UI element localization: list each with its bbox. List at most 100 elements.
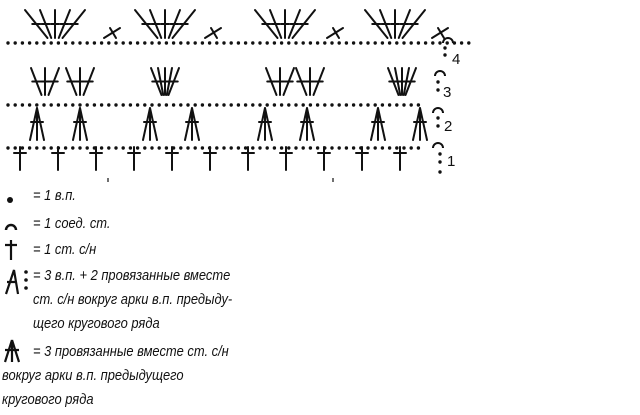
chain-dot (467, 41, 471, 45)
fan-stitch-symbol (149, 9, 163, 39)
chain-dot (229, 146, 233, 150)
chain-dot (107, 103, 111, 107)
chain-dot (337, 103, 341, 107)
row-label-2: 2 (444, 118, 452, 135)
chain-dot (294, 41, 298, 45)
double-crochet-symbol (317, 146, 331, 171)
chain-dot (459, 41, 464, 45)
chain-dot (409, 146, 413, 150)
fan-stitch-symbol (167, 9, 181, 39)
chain-dot (128, 146, 133, 150)
fan-stitch-symbol (291, 9, 316, 39)
chain-dot (56, 41, 61, 45)
chain-dot (107, 146, 111, 150)
chain-dot (63, 146, 68, 150)
chain-dot (107, 41, 111, 45)
cross-stitch-symbol (103, 27, 121, 39)
chain-dot (186, 146, 190, 150)
chain-dot (229, 41, 233, 45)
chain-dot (330, 146, 334, 150)
chain-dot (380, 146, 385, 150)
chain-dot (409, 103, 413, 107)
fan-stitch-symbol (57, 9, 71, 39)
legend-chain-text: = 1 в.п. (33, 187, 76, 204)
fan-stitch-symbol (50, 9, 60, 39)
chain-dot (6, 146, 10, 150)
chain-dot (92, 103, 97, 107)
chain-dot (315, 146, 320, 150)
dc3tog-icon (3, 339, 21, 363)
chain-dot (56, 103, 61, 107)
chain-dot (35, 41, 39, 45)
chain-dot (35, 146, 39, 150)
chain-dot (6, 41, 10, 45)
chain-dot (359, 41, 363, 45)
fan-stitch-symbol (82, 67, 95, 96)
chain-dot (366, 146, 370, 150)
cross-stitch-symbol (204, 27, 222, 39)
chain-dot (150, 41, 154, 45)
chain-dot (436, 124, 440, 128)
chain-dot (78, 146, 82, 150)
fan-stitch-symbol (401, 9, 426, 39)
fan-stitch-symbol (295, 67, 308, 96)
chain-dot (13, 41, 17, 45)
chain-dot (20, 103, 25, 107)
chain-dot (243, 41, 248, 45)
chain-dot (99, 103, 104, 107)
chain-dot (143, 103, 147, 107)
chain-dot (207, 103, 212, 107)
fan-stitch-symbol (160, 9, 170, 39)
double-crochet-symbol (51, 146, 65, 171)
fan-stitch-symbol (254, 9, 279, 39)
fan-stitch-symbol (167, 67, 180, 96)
chain-dot (315, 41, 320, 45)
chain-dot (380, 103, 385, 107)
dc3tog-symbol (370, 107, 386, 141)
chain-dot (416, 41, 421, 45)
chain-dot (13, 146, 17, 150)
chain-dot (114, 146, 118, 150)
chain-dot (215, 41, 219, 45)
chain-dot (409, 41, 413, 45)
chain-dot (200, 103, 205, 107)
chain-dot (186, 103, 190, 107)
chain-dot (42, 103, 46, 107)
chain-dot (443, 53, 447, 57)
chain-dot (20, 41, 25, 45)
chain-dot (135, 146, 140, 150)
chain-dot (229, 103, 233, 107)
chain-dot (150, 146, 154, 150)
double-crochet-symbol (127, 146, 141, 171)
chain-dot (85, 146, 89, 150)
chain-dot (436, 80, 440, 84)
chain-dot (351, 146, 356, 150)
chain-dot (99, 146, 104, 150)
chain-dot (258, 146, 262, 150)
chain-dot (20, 146, 25, 150)
chain-dot (443, 46, 447, 50)
chain-dot (179, 146, 183, 150)
chain-dot (438, 41, 442, 45)
legend-slip-text: = 1 соед. ст. (33, 215, 111, 232)
chain-dot (380, 41, 385, 45)
chain-dot (337, 41, 341, 45)
legend-dc3tog-line-3: кругового ряда (2, 391, 94, 408)
fan-stitch-symbol (134, 9, 159, 39)
chain-dot (287, 41, 291, 45)
chain-dot (436, 116, 440, 120)
chain-dot (171, 41, 176, 45)
cross-stitch-symbol (431, 27, 449, 39)
chain-dot (344, 103, 349, 107)
chain-dot (395, 146, 399, 150)
chain-dot (35, 103, 39, 107)
chain-dot (387, 146, 392, 150)
chain-dot (193, 146, 197, 150)
chain-dot (359, 103, 363, 107)
chain-dot (121, 103, 125, 107)
chain-dot (373, 41, 377, 45)
chain-dot (164, 146, 169, 150)
chain-dot (49, 103, 53, 107)
chain-dot (373, 103, 377, 107)
chain-dot (128, 41, 133, 45)
